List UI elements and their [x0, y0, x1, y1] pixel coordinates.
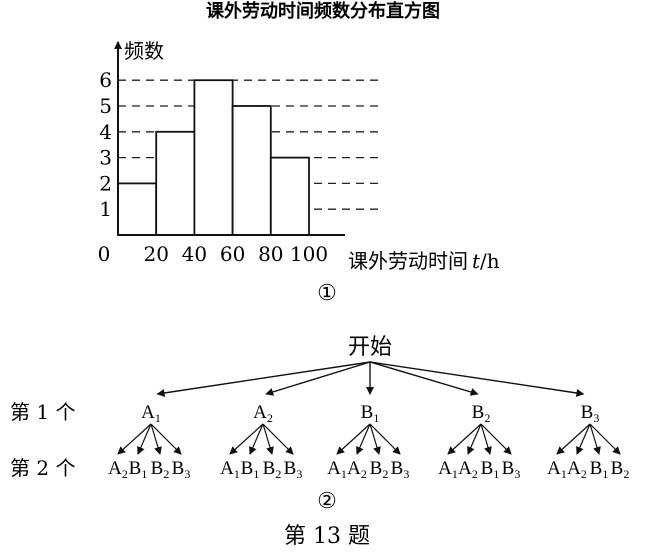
x-tick-labels: 0 20 40 60 80 100: [98, 242, 328, 266]
tree-node-level2: B2: [263, 458, 282, 481]
tree-edge: [265, 361, 371, 396]
tree-edge: [356, 423, 371, 455]
histogram-bar: [155, 130, 196, 236]
tree-edge: [150, 423, 162, 455]
tree-node-level2: A1: [220, 458, 240, 481]
tree-edge: [137, 423, 152, 455]
tree-node-level2: B3: [502, 458, 521, 481]
bars: [117, 79, 310, 236]
tree-node-level2: B1: [129, 458, 148, 481]
tree-edge: [556, 423, 591, 455]
figure1-label: ①: [317, 281, 337, 306]
tree-node-level2: B2: [151, 458, 170, 481]
figure2-label: ②: [317, 489, 337, 514]
tree-node-level2: A1: [438, 458, 458, 481]
tree-node-level1: B3: [581, 402, 600, 425]
tree-node-level2: B1: [590, 458, 609, 481]
tree-edge: [150, 423, 182, 455]
tree-edges: [117, 361, 621, 455]
tree-node-level2: A2: [567, 458, 587, 481]
x-tick-label: 20: [143, 242, 168, 266]
tree-node-level2: B1: [481, 458, 500, 481]
tree-node-level1: B2: [472, 402, 491, 425]
y-tick-label: 4: [99, 120, 112, 144]
x-tick-label: 100: [290, 242, 328, 266]
histogram-bar: [193, 79, 234, 236]
y-tick-label: 3: [99, 146, 112, 170]
tree-node-level2: B3: [172, 458, 191, 481]
tree-edge: [589, 423, 601, 455]
y-axis-label: 频数: [124, 39, 164, 63]
y-tick-label: 2: [99, 171, 112, 195]
tree-node-level1: A2: [253, 402, 273, 425]
level1-label: 第 1 个: [10, 400, 75, 424]
tree-edge: [369, 423, 381, 455]
tree-edge: [589, 423, 621, 455]
histogram-bar: [117, 182, 158, 236]
tree-edge: [467, 423, 482, 455]
tree-node-level2: B1: [241, 458, 260, 481]
x-axis-label-text: 课外劳动时间: [348, 249, 468, 273]
x-tick-label: 60: [220, 242, 245, 266]
tree-edge: [480, 423, 512, 455]
tree-node-level2: B2: [370, 458, 389, 481]
tree-node-level1: B1: [361, 402, 380, 425]
x-tick-label: 40: [182, 242, 207, 266]
caption: 第 13 题: [284, 524, 370, 549]
y-tick-label: 6: [99, 68, 112, 92]
tree-edge: [249, 423, 264, 455]
histogram-bar: [269, 156, 310, 236]
tree-edge: [576, 423, 591, 455]
tree-node-level2: B3: [284, 458, 303, 481]
histogram-bar: [231, 105, 272, 236]
tree-root: 开始: [348, 335, 392, 360]
tree-node-level2: A1: [547, 458, 567, 481]
chart-title: 课外劳动时间频数分布直方图: [206, 0, 440, 22]
tree-node-level2: A2: [108, 458, 128, 481]
tree-node-level2: A2: [347, 458, 367, 481]
tree-edge: [336, 423, 371, 455]
x-tick-label: 80: [258, 242, 283, 266]
tree-edge: [369, 423, 401, 455]
tree-edge: [480, 423, 492, 455]
tree-node-level2: A1: [327, 458, 347, 481]
tree-edge: [156, 361, 371, 397]
y-tick-label: 1: [99, 197, 112, 221]
tree-node-level2: B2: [611, 458, 630, 481]
x-axis-variable: t: [472, 249, 481, 273]
y-tick-label: 5: [99, 94, 112, 118]
tree-edge: [262, 423, 274, 455]
tree-node-level2: B3: [391, 458, 410, 481]
tree-node-level2: A2: [458, 458, 478, 481]
tree-node-level1: A1: [141, 402, 161, 425]
x-axis-unit: /h: [480, 249, 500, 273]
x-tick-label: 0: [98, 242, 111, 266]
tree-edge: [447, 423, 482, 455]
level2-label: 第 2 个: [10, 456, 75, 480]
tree-edge: [369, 361, 585, 397]
tree-edge: [229, 423, 264, 455]
tree-edge: [369, 361, 479, 396]
tree-edge: [117, 423, 152, 455]
tree-edge: [262, 423, 294, 455]
